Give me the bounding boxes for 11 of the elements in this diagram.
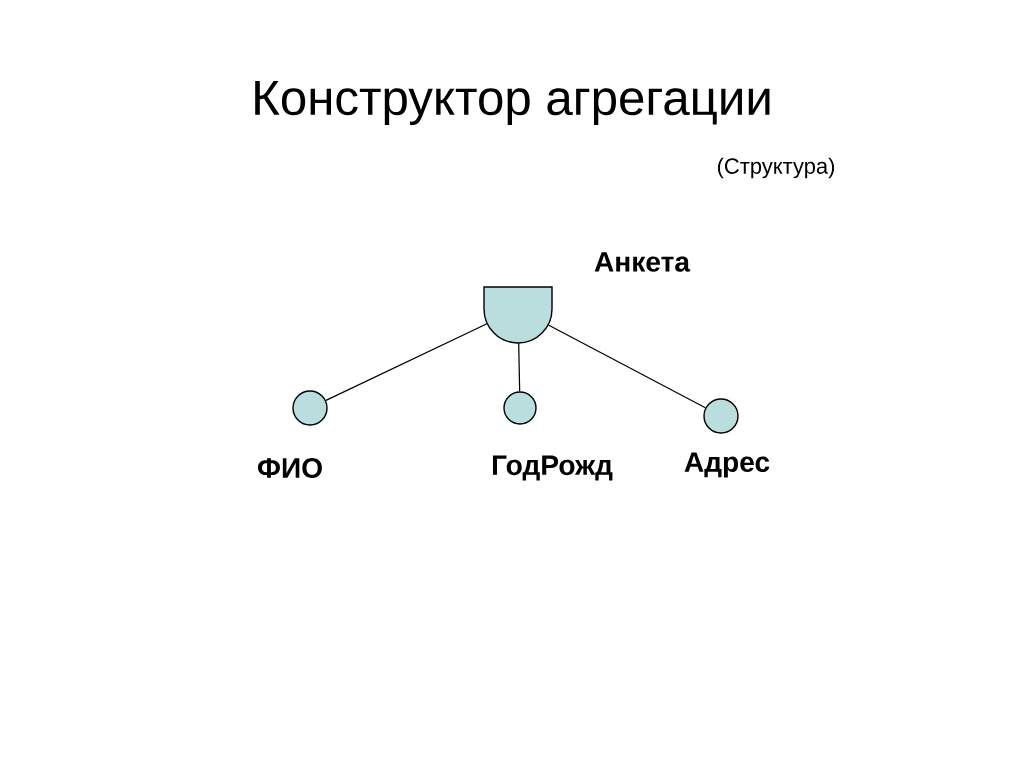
circle-node: Адрес — [684, 398, 770, 478]
circle-node: ГодРожд — [492, 391, 613, 481]
node-label: ФИО — [257, 458, 322, 478]
connector-line — [325, 323, 488, 401]
connector-line — [547, 324, 706, 409]
title: Конструктор агрегации — [255, 80, 770, 125]
connector-line — [518, 342, 521, 392]
subtitle: (Структура) — [717, 157, 835, 179]
circle-node: ФИО — [257, 390, 328, 478]
node-label: Адрес — [684, 452, 770, 478]
node-label: ГодРожд — [492, 455, 613, 481]
